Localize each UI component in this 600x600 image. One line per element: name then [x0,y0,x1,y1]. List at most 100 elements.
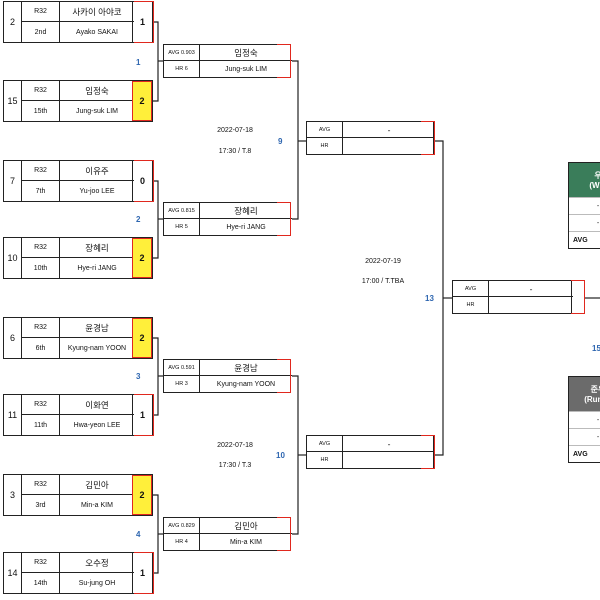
player-name-korean: 윤경남 [60,318,134,338]
player-name-korean: 김민아 [200,518,292,534]
match-score: 1 [132,553,152,593]
match-number-10: 10 [276,451,285,460]
round-label: R32 [22,81,60,101]
player-hr: HR 4 [164,534,200,550]
player-name-english: Jung-suk LIM [224,65,268,73]
player-name-korean: 임정숙 [200,45,292,61]
rank-label: 10th [22,258,60,278]
player-avg: AVG 0.903 [164,45,200,61]
match-number-3: 3 [136,372,141,381]
runner-up-title: 준우 [590,385,600,394]
score-frame [133,551,154,594]
winner-title: 우 [594,171,600,180]
seed-number: 7 [4,161,22,201]
seed-number: 2 [4,2,22,42]
qf2-time: 17:30 / T.3 [218,462,252,469]
match-score: 2 [132,81,152,121]
winner-box: 우 (Win - - AVG [568,162,600,249]
runner-up-row-1: - [569,411,600,428]
qf-score-box [421,435,435,469]
match-number-15: 15 [592,344,600,353]
match-number-9: 9 [278,137,283,146]
player-avg: AVG 0.815 [164,203,200,219]
qf-avg: AVG [307,122,343,138]
runner-up-avg-label: AVG [569,445,600,462]
match-score: 2 [132,238,152,278]
sf-score-box [571,280,585,314]
player-name-english: Su-jung OH [78,579,116,587]
round-label: R32 [22,475,60,495]
seed-number: 6 [4,318,22,358]
winner-row-1: - [569,197,600,214]
player-name-korean: 이유주 [60,161,134,181]
player-name-english: Ayako SAKAI [76,28,118,36]
qf1-date: 2022-07-18 [217,127,253,134]
rank-label: 3rd [22,495,60,515]
sf-date: 2022-07-19 [365,258,401,265]
seed-number: 11 [4,395,22,435]
match-score: 2 [132,475,152,515]
player-name-korean: 장혜리 [60,238,134,258]
r16-score-box [277,517,291,551]
match-number-13: 13 [425,294,434,303]
qf1-time: 17:30 / T.8 [218,148,252,155]
match-score: 1 [132,2,152,42]
qf2-date: 2022-07-18 [217,442,253,449]
rank-label: 15th [22,101,60,121]
seed-number: 10 [4,238,22,278]
runner-up-row-2: - [569,428,600,445]
seed-number: 15 [4,81,22,121]
winner-subtitle: (Win [589,181,600,190]
round-label: R32 [22,238,60,258]
score-frame [133,393,154,436]
player-name-english: Hwa-yeon LEE [73,421,121,429]
r16-score-box [277,44,291,78]
player-name-english: Min-a KIM [81,501,113,509]
round-label: R32 [22,318,60,338]
qf-card-1: AVG HR - [306,121,435,155]
r16-score-box [277,202,291,236]
sf-card: AVG HR - [452,280,573,314]
player-hr: HR 6 [164,61,200,77]
player-name-korean: 오수정 [60,553,134,573]
qf-avg: AVG [307,436,343,452]
qf-hr: HR [307,452,343,468]
player-avg: AVG 0.591 [164,360,200,376]
qf-card-2: AVG HR - [306,435,435,469]
player-name-korean: 사카이 아야코 [60,2,134,22]
sf-name-en [489,297,573,313]
player-name-english: Hye-ri JANG [226,223,266,231]
qf-hr: HR [307,138,343,154]
player-avg: AVG 0.829 [164,518,200,534]
round-label: R32 [22,395,60,415]
match-number-4: 4 [136,530,141,539]
score-frame [133,0,154,43]
player-name-korean: 이화연 [60,395,134,415]
player-name-english: Kyung-nam YOON [216,380,276,388]
rank-label: 11th [22,415,60,435]
player-name-english: Yu-joo LEE [79,187,115,195]
sf-hr: HR [453,297,489,313]
winner-row-2: - [569,214,600,231]
runner-up-box: 준우 (Runne - - AVG [568,376,600,463]
qf-name: - [343,436,435,452]
round-label: R32 [22,553,60,573]
rank-label: 6th [22,338,60,358]
r16-score-box [277,359,291,393]
runner-up-subtitle: (Runne [584,395,600,404]
match-number-2: 2 [136,215,141,224]
seed-number: 3 [4,475,22,515]
player-name-english: Min-a KIM [230,538,262,546]
player-name-korean: 임정숙 [60,81,134,101]
qf-name: - [343,122,435,138]
